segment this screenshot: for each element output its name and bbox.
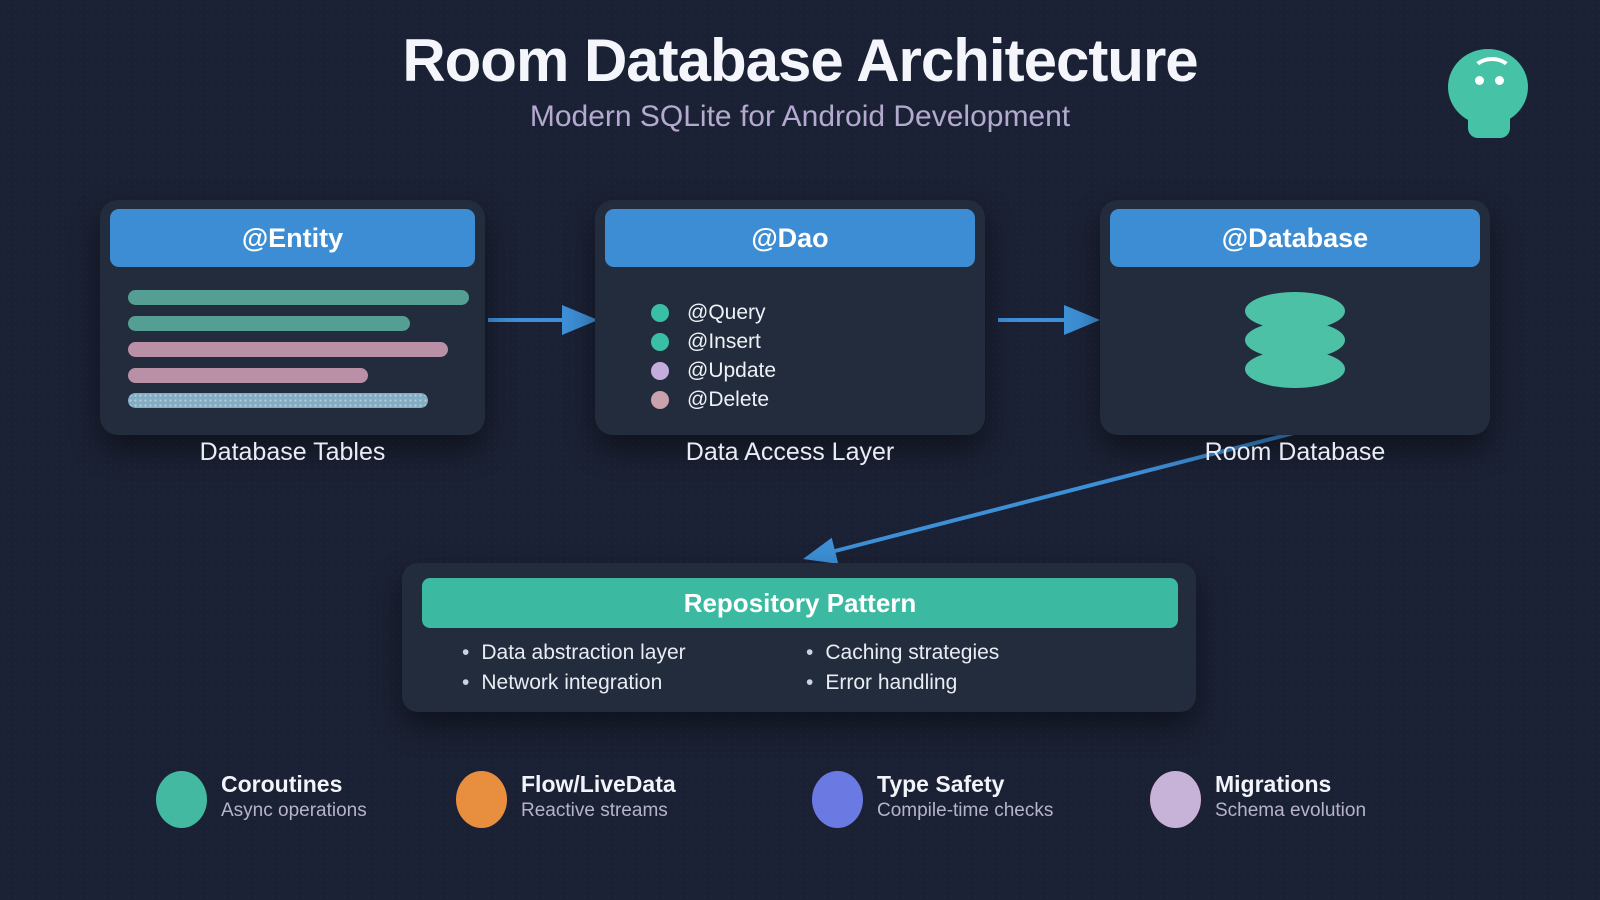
entity-card: @Entity [100, 200, 485, 435]
insert-dot-icon [651, 333, 669, 351]
database-card: @Database [1100, 200, 1490, 435]
dao-item-insert: @Insert [651, 330, 761, 354]
table-row-bar [128, 368, 368, 383]
delete-dot-icon [651, 391, 669, 409]
dao-item-label: @Insert [687, 330, 761, 353]
migrations-dot-icon [1150, 771, 1201, 828]
legend-subtitle: Async operations [221, 800, 367, 821]
coroutines-dot-icon [156, 771, 207, 828]
legend-title: Coroutines [221, 771, 343, 797]
flow-livedata-dot-icon [456, 771, 507, 828]
legend-subtitle: Compile-time checks [877, 800, 1054, 821]
database-header: @Database [1110, 209, 1480, 267]
dao-item-label: @Delete [687, 388, 770, 411]
table-row-bar [128, 316, 410, 331]
dao-header: @Dao [605, 209, 975, 267]
dao-caption: Data Access Layer [685, 438, 895, 466]
table-row-bar-dotted [128, 393, 428, 408]
repository-bullet: Caching strategies [806, 639, 999, 667]
entity-header: @Entity [110, 209, 475, 267]
repository-bullet: Data abstraction layer [462, 639, 685, 667]
mascot-logo-icon [1448, 49, 1532, 141]
database-cylinder-icon [1245, 292, 1345, 388]
entity-caption: Database Tables [199, 438, 386, 466]
legend-subtitle: Reactive streams [521, 800, 668, 821]
legend-title: Flow/LiveData [521, 771, 676, 797]
dao-item-label: @Query [687, 301, 766, 324]
dao-item-query: @Query [651, 301, 766, 325]
dao-item-update: @Update [651, 359, 776, 383]
repository-bullet: Network integration [462, 669, 662, 697]
logo-eye-left [1475, 76, 1484, 85]
repository-bullet: Error handling [806, 669, 957, 697]
table-row-bar [128, 342, 448, 357]
table-row-bar [128, 290, 469, 305]
dao-item-delete: @Delete [651, 388, 769, 412]
update-dot-icon [651, 362, 669, 380]
legend-subtitle: Schema evolution [1215, 800, 1367, 821]
query-dot-icon [651, 304, 669, 322]
dao-item-label: @Update [687, 359, 777, 382]
database-caption: Room Database [1204, 438, 1386, 466]
dao-card: @Dao @Query @Insert @Update @Delete [595, 200, 985, 435]
page-subtitle: Modern SQLite for Android Development [529, 100, 1071, 133]
arrow-entity-to-dao [488, 305, 598, 335]
type-safety-dot-icon [812, 771, 863, 828]
repository-header: Repository Pattern [422, 578, 1178, 628]
legend-title: Type Safety [877, 771, 1005, 797]
legend-title: Migrations [1215, 771, 1332, 797]
repository-card: Repository Pattern Data abstraction laye… [402, 563, 1196, 712]
page-title: Room Database Architecture [402, 27, 1198, 94]
arrow-dao-to-database [998, 305, 1100, 335]
logo-eye-right [1495, 76, 1504, 85]
logo-smile-arc [1471, 57, 1513, 89]
